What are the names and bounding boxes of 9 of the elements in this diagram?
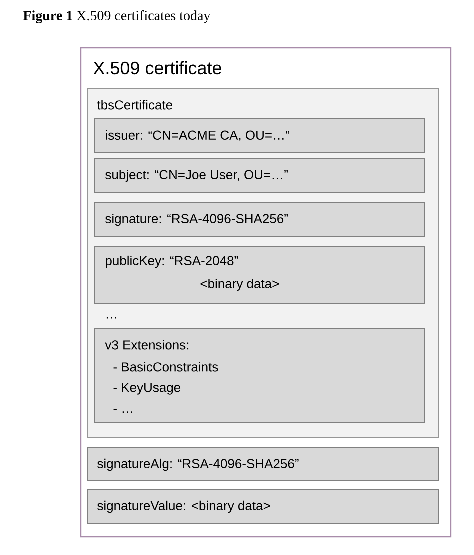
field-box: signature: “RSA-4096-SHA256” [94, 202, 426, 238]
field-box: signatureValue: <binary data> [88, 490, 440, 524]
field-box: subject: “CN=Joe User, OU=…” [94, 158, 426, 194]
field-box: publicKey: “RSA-2048” <binary data> [94, 246, 426, 304]
ellipsis-text: … [106, 317, 116, 319]
field-box: issuer: “CN=ACME CA, OU=…” [94, 118, 426, 154]
field-box: v3 Extensions: - BasicConstraints - KeyUsage - … [94, 328, 426, 424]
figure-title: Figure 1 X.509 certificates today [23, 10, 211, 24]
field-box: signatureAlg: “RSA-4096-SHA256” [88, 448, 440, 482]
